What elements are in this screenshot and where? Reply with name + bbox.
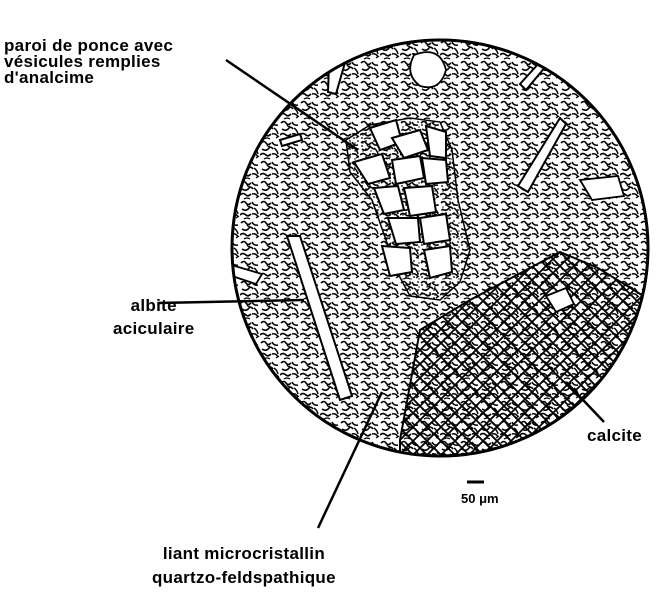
albite-label-line-2: aciculaire [113,321,194,337]
albite-label-line-1: albite [113,298,194,314]
binder-label-line-2: quartzo-feldspathique [152,566,336,590]
pumice-label: paroi de ponce avec vésicules remplies d… [4,38,173,86]
scale-bar-label: 50 μm [461,491,499,506]
pumice-label-line-3: d'analcime [4,70,173,86]
binder-label-line-1: liant microcristallin [152,542,336,566]
albite-label: albite aciculaire [113,298,194,337]
calcite-label: calcite [587,428,642,444]
binder-label: liant microcristallin quartzo-feldspathi… [152,542,336,590]
